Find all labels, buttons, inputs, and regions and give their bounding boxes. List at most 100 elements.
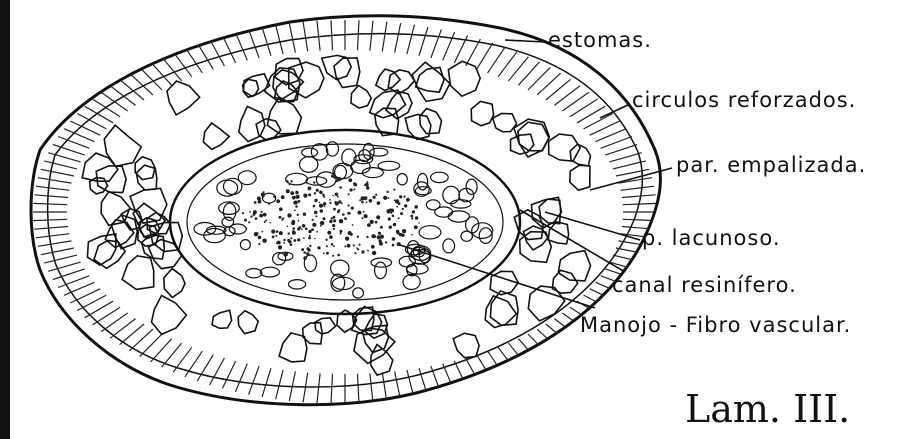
palisade-stroke [605, 145, 637, 156]
bundle-cell [466, 179, 477, 194]
palisade-stroke [235, 32, 247, 60]
palisade-stroke [110, 319, 136, 339]
xylem-dot [375, 194, 377, 196]
xylem-dot [290, 180, 292, 182]
xylem-dot [326, 245, 328, 247]
xylem-dot [361, 250, 364, 253]
xylem-dot [253, 213, 256, 216]
label-canal-resinifero: canal resinífero. [612, 273, 797, 297]
xylem-dot [301, 248, 304, 251]
mesophyll-cell [267, 97, 301, 134]
palisade-stroke [210, 39, 225, 66]
xylem-dot [275, 197, 277, 199]
mesophyll-cell [453, 333, 479, 358]
xylem-dot [393, 189, 395, 191]
palisade-stroke [44, 161, 77, 169]
palisade-stroke [93, 307, 121, 325]
xylem-dot [366, 201, 368, 203]
xylem-dot [287, 239, 290, 242]
xylem-dot [372, 251, 376, 255]
xylem-dot [323, 202, 326, 205]
mesophyll-cell [558, 251, 590, 281]
xylem-dot [398, 217, 400, 219]
palisade-stroke [622, 195, 656, 198]
xylem-dot [392, 237, 396, 241]
xylem-dot [270, 222, 272, 224]
xylem-dot [306, 252, 309, 255]
xylem-dot [314, 211, 318, 215]
xylem-dot [367, 223, 371, 227]
bundle-cell [472, 223, 493, 239]
xylem-dot [276, 199, 280, 203]
label-p-lacunoso: p. lacunoso. [642, 226, 781, 250]
xylem-dot [364, 184, 366, 186]
xylem-dot [373, 196, 376, 199]
xylem-dot [353, 189, 355, 191]
xylem-dot [324, 205, 326, 207]
xylem-dot [388, 217, 391, 220]
xylem-dot [337, 254, 340, 257]
xylem-dot [383, 196, 387, 200]
xylem-dot [406, 198, 410, 202]
bundle-cell [378, 161, 400, 170]
xylem-dot [294, 201, 298, 205]
xylem-dot [308, 237, 311, 240]
xylem-dot [371, 245, 375, 249]
xylem-dot [333, 208, 336, 211]
bundle-cell [206, 226, 226, 234]
xylem-dot [339, 219, 343, 223]
palisade-stroke [276, 370, 284, 399]
mesophyll-cell [493, 113, 517, 131]
xylem-dot [377, 201, 381, 205]
bundle-cell [443, 239, 455, 253]
xylem-dot [393, 223, 396, 226]
leaf-outline [31, 16, 660, 405]
xylem-dot [309, 235, 311, 237]
mesophyll-cell [152, 296, 187, 335]
bundle-cell [435, 207, 453, 217]
palisade-stroke [33, 219, 67, 220]
xylem-dot [356, 247, 358, 249]
bundle-cell [403, 275, 420, 290]
mesophyll-cell [334, 58, 360, 88]
xylem-dot [303, 237, 305, 239]
xylem-dot [373, 235, 376, 238]
label-par-empalizada: par. empalizada. [676, 153, 866, 177]
bundle-cell [240, 240, 250, 250]
xylem-dot [286, 189, 290, 193]
xylem-dot [333, 216, 336, 219]
xylem-dot [288, 232, 290, 234]
xylem-dot [303, 213, 306, 216]
xylem-dot [262, 231, 264, 233]
xylem-dot [352, 224, 354, 226]
palisade-stroke [370, 373, 373, 403]
xylem-dot [404, 204, 407, 207]
palisade-stroke [407, 25, 415, 54]
xylem-dot [298, 200, 301, 203]
xylem-dot [389, 226, 392, 229]
xylem-dot [414, 205, 418, 209]
bundle-cell [229, 224, 246, 234]
xylem-dot [284, 252, 288, 256]
mesophyll-cell [122, 256, 154, 290]
xylem-dot [273, 196, 275, 198]
xylem-dot [279, 231, 283, 235]
plate-number: Lam. III. [685, 387, 850, 431]
xylem-dot [377, 235, 381, 239]
xylem-dot [290, 244, 293, 247]
xylem-dot [342, 213, 345, 216]
xylem-dot [301, 229, 303, 231]
xylem-dot [268, 203, 270, 205]
xylem-dot [312, 219, 314, 221]
xylem-dot [414, 225, 418, 229]
xylem-dot [303, 256, 307, 260]
palisade-stroke [303, 22, 308, 52]
palisade-stroke [173, 347, 192, 372]
palisade-stroke [38, 178, 72, 183]
xylem-dot [397, 231, 400, 234]
palisade-stroke [554, 319, 580, 339]
mesophyll-cell [203, 123, 229, 149]
palisade-stroke [289, 23, 295, 52]
xylem-dot [319, 191, 323, 195]
